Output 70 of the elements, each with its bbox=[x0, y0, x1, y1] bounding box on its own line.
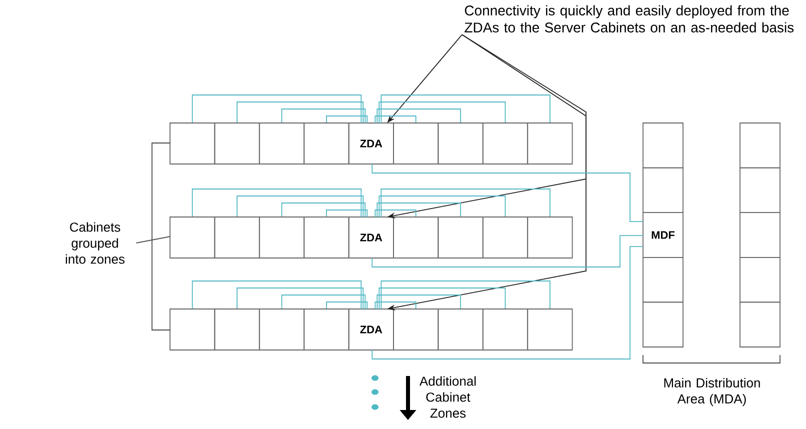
cabinet-box bbox=[642, 167, 684, 214]
cabinet-box bbox=[393, 308, 439, 350]
label: Cabinets grouped into zones bbox=[66, 222, 125, 264]
cabinet-box bbox=[740, 212, 780, 258]
cabinet-box bbox=[482, 122, 528, 164]
cabinet-box bbox=[740, 167, 780, 214]
cable bbox=[380, 188, 550, 218]
cabinet-box bbox=[438, 308, 484, 350]
cabinet-box bbox=[304, 308, 350, 350]
cable bbox=[326, 210, 368, 218]
label: Main Distribution Area (MDA) bbox=[664, 378, 760, 406]
leader-line bbox=[136, 236, 171, 244]
cable bbox=[372, 235, 644, 268]
cable bbox=[326, 116, 368, 124]
cable bbox=[378, 102, 506, 124]
cable bbox=[376, 294, 461, 310]
labeled-cabinet-box: ZDA bbox=[348, 122, 394, 164]
cabinet-box bbox=[258, 216, 305, 258]
cabinet-box bbox=[258, 122, 305, 164]
cable bbox=[378, 196, 506, 218]
cable bbox=[376, 108, 461, 124]
cable bbox=[372, 164, 644, 222]
labeled-cabinet-box: MDF bbox=[642, 212, 684, 258]
bracket bbox=[152, 142, 170, 330]
cabinet-box bbox=[170, 216, 216, 258]
cable bbox=[236, 102, 364, 124]
callout-text: Connectivity is quickly and easily deployed from the ZDAs to the Server Cabinets on an as-needed basis bbox=[464, 5, 794, 32]
cabinet-box bbox=[214, 216, 260, 258]
cable bbox=[374, 210, 416, 218]
cabinet-box bbox=[214, 122, 260, 164]
cabinet-box bbox=[438, 122, 484, 164]
cabinet-box bbox=[527, 308, 573, 350]
labeled-cabinet-box: ZDA bbox=[348, 216, 394, 258]
cable bbox=[192, 280, 362, 310]
cabinet-box bbox=[740, 256, 780, 303]
cable bbox=[380, 280, 550, 310]
cabinet-box bbox=[482, 308, 528, 350]
cable bbox=[378, 288, 506, 310]
cable bbox=[192, 94, 362, 124]
cabinet-box bbox=[170, 308, 216, 350]
cabinet-box bbox=[438, 216, 484, 258]
cable bbox=[374, 302, 416, 310]
cabinet-box bbox=[740, 302, 780, 348]
cabinet-box bbox=[482, 216, 528, 258]
cable bbox=[372, 246, 644, 360]
cabinet-box bbox=[740, 122, 780, 168]
cabinet-box bbox=[304, 122, 350, 164]
label: Additional Cabinet Zones bbox=[420, 376, 476, 418]
cabinet-box bbox=[258, 308, 305, 350]
labeled-cabinet-box: ZDA bbox=[348, 308, 394, 350]
cable bbox=[236, 288, 364, 310]
cabinet-box bbox=[393, 122, 439, 164]
cable bbox=[281, 108, 366, 124]
cable bbox=[281, 294, 366, 310]
cable bbox=[326, 302, 368, 310]
cabinet-box bbox=[214, 308, 260, 350]
cabinet-box bbox=[393, 216, 439, 258]
cabinet-box bbox=[304, 216, 350, 258]
cable bbox=[236, 196, 364, 218]
cabinet-box bbox=[642, 122, 684, 168]
cable bbox=[192, 188, 362, 218]
cabinet-box bbox=[642, 256, 684, 303]
cabinet-box bbox=[170, 122, 216, 164]
cable bbox=[374, 116, 416, 124]
cable bbox=[281, 202, 366, 218]
cabinet-box bbox=[642, 302, 684, 348]
cabinet-box bbox=[527, 122, 573, 164]
cabinet-box bbox=[527, 216, 573, 258]
cable bbox=[376, 202, 461, 218]
cable bbox=[380, 94, 550, 124]
